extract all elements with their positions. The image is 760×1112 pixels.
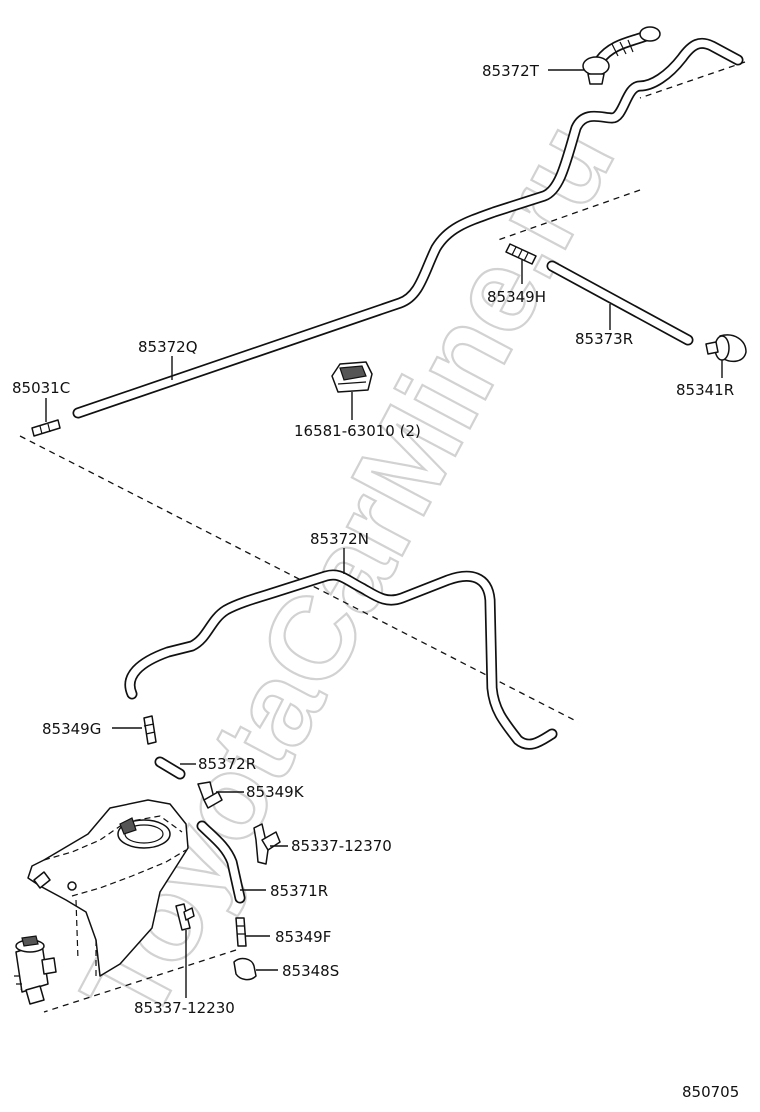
label-85337-12370: 85337-12370 — [291, 837, 392, 855]
hose-85373r[interactable] — [546, 260, 694, 346]
label-85337-12230: 85337-12230 — [134, 999, 235, 1017]
hose-85372q[interactable] — [72, 37, 744, 419]
label-85373r: 85373R — [575, 330, 633, 348]
callout-labels: 85372T 85349H 85373R 85341R 85372Q 85031… — [12, 62, 739, 1101]
label-85348s: 85348S — [282, 962, 339, 980]
label-85372r: 85372R — [198, 755, 256, 773]
washer-pump[interactable] — [14, 935, 57, 1005]
hose-85371r[interactable] — [196, 820, 266, 904]
grommet-85348s[interactable] — [233, 957, 278, 981]
label-85349k: 85349K — [246, 783, 305, 801]
washer-tank[interactable] — [27, 799, 189, 977]
label-85372n: 85372N — [310, 530, 369, 548]
label-85349g: 85349G — [42, 720, 101, 738]
bracket-85337-12370[interactable] — [253, 823, 288, 865]
label-85372q: 85372Q — [138, 338, 198, 356]
joint-85349k[interactable] — [197, 781, 244, 809]
joint-85349g[interactable] — [112, 715, 157, 745]
hose-85372n[interactable] — [124, 548, 558, 750]
leader-lines-upper — [171, 69, 611, 380]
label-85371r: 85371R — [270, 882, 328, 900]
bracket-85337-12230[interactable] — [175, 903, 195, 998]
label-85031c: 85031C — [12, 379, 70, 397]
label-85349h: 85349H — [487, 288, 546, 306]
nozzle-85372t[interactable] — [582, 26, 661, 85]
diagram-code: 850705 — [682, 1083, 739, 1101]
label-85372t: 85372T — [482, 62, 540, 80]
label-85341r: 85341R — [676, 381, 734, 399]
label-85349f: 85349F — [275, 928, 331, 946]
hose-85372r[interactable] — [154, 756, 196, 780]
nozzle-85341r[interactable] — [705, 334, 747, 378]
joint-85349h[interactable] — [505, 243, 537, 284]
label-16581-63010: 16581-63010 (2) — [294, 422, 421, 440]
joint-85349f[interactable] — [235, 917, 270, 947]
clamp-16581-63010[interactable] — [331, 361, 373, 420]
joint-85031c[interactable] — [31, 398, 61, 437]
